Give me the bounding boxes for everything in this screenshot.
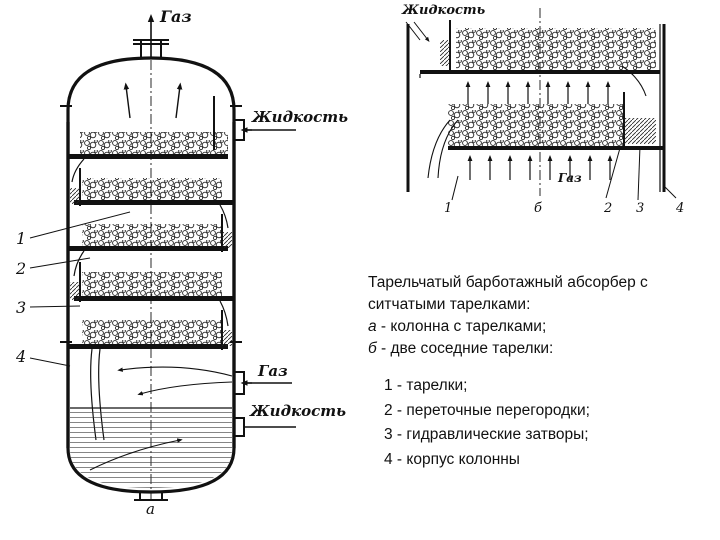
caption-line-1: Тарельчатый барботажный абсорбер с — [368, 274, 648, 291]
legend-item: 3 - гидравлические затворы; — [384, 426, 589, 443]
plate-3 — [68, 214, 232, 277]
plate-2 — [70, 168, 234, 229]
gas-inlet: Газ — [233, 362, 292, 395]
gas-outlet-pipe — [133, 39, 169, 58]
caption: Тарельчатый барботажный абсорбер с ситча… — [368, 272, 708, 360]
caption-line-3-text: - колонна с тарелками; — [376, 318, 547, 335]
liquid-outlet: Жидкость — [233, 402, 346, 437]
right-gas-label: Газ — [557, 171, 582, 185]
liquid-pool — [70, 408, 232, 488]
gas-top-label: Газ — [159, 7, 192, 26]
right-shell — [406, 24, 666, 192]
liquid-inlet: Жидкость — [233, 108, 348, 141]
legend-item: 2 - переточные перегородки; — [384, 401, 590, 419]
legend-item: 1 - тарелки; — [384, 377, 468, 394]
legend: 1 - тарелки; 2 - переточные перегородки;… — [384, 374, 590, 472]
caption-line-2: ситчатыми тарелками: — [368, 296, 531, 313]
caption-line-4: б - две соседние тарелки: — [368, 338, 708, 360]
number-1: 1 — [16, 229, 26, 248]
right-liquid-label: Жидкость — [401, 3, 486, 18]
right-number-3: 3 — [636, 201, 644, 216]
caption-letter-a: а — [368, 318, 377, 335]
plate-4 — [70, 262, 234, 327]
legend-item: 4 - корпус колонны — [384, 450, 520, 468]
label-b: б — [534, 201, 542, 216]
liquid-outlet-label: Жидкость — [249, 402, 346, 420]
caption-letter-b: б — [368, 340, 377, 357]
column-shell-top — [66, 56, 236, 122]
right-number-4: 4 — [675, 201, 684, 216]
right-number-2: 2 — [603, 201, 612, 216]
number-3: 3 — [16, 298, 26, 317]
column-figure: Газ — [15, 7, 348, 518]
right-number-1: 1 — [444, 201, 452, 216]
caption-line-3: а - колонна с тарелками; — [368, 316, 708, 338]
number-2: 2 — [15, 259, 26, 278]
gas-inlet-label: Газ — [257, 362, 288, 380]
plate-1 — [68, 96, 228, 183]
plates-figure: Жидкость — [401, 3, 684, 216]
left-leaders: 1 2 3 4 — [15, 211, 131, 367]
caption-line-4-text: - две соседние тарелки: — [376, 340, 554, 357]
number-4: 4 — [15, 347, 26, 366]
liquid-inlet-label: Жидкость — [251, 108, 348, 126]
label-a: а — [146, 500, 155, 518]
